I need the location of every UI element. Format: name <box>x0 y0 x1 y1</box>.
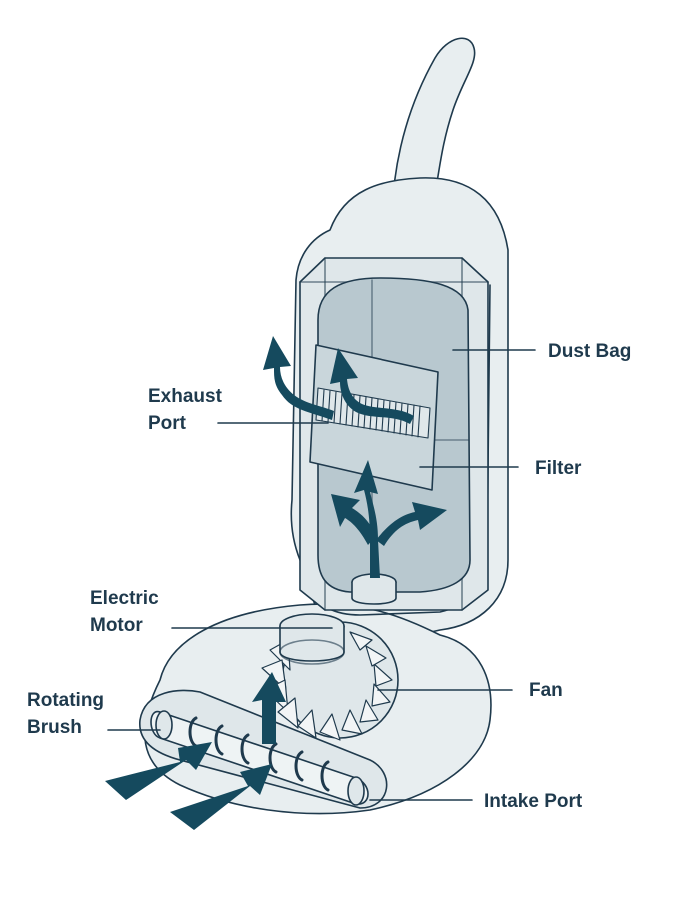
filter-arrow-right <box>376 502 447 546</box>
filter-arrow-left <box>331 494 376 545</box>
label-exhaust-port-line1: Exhaust <box>148 386 222 407</box>
intake-arrow-right <box>170 764 272 830</box>
label-fan: Fan <box>529 680 563 701</box>
intake-arrow-left <box>105 742 212 800</box>
fan-arrow <box>252 672 286 744</box>
exhaust-arrow-left <box>263 336 334 420</box>
label-electric-motor-line1: Electric <box>90 588 159 609</box>
label-filter: Filter <box>535 458 582 479</box>
label-rotating-brush-line2: Brush <box>27 717 82 738</box>
fan-blades <box>261 627 393 741</box>
brush-bristles <box>188 716 330 792</box>
label-exhaust-port-line2: Port <box>148 413 186 434</box>
label-exhaust-port: Exhaust Port <box>148 383 222 437</box>
label-intake-port: Intake Port <box>484 791 583 812</box>
label-electric-motor: Electric Motor <box>90 585 159 639</box>
label-rotating-brush-line1: Rotating <box>27 690 105 711</box>
filter-arrow-center <box>354 460 380 578</box>
leader-lines <box>107 349 536 801</box>
label-electric-motor-line2: Motor <box>90 615 143 636</box>
label-rotating-brush: Rotating Brush <box>27 687 104 741</box>
exhaust-arrow-right <box>330 348 414 424</box>
label-dust-bag: Dust Bag <box>548 341 632 362</box>
